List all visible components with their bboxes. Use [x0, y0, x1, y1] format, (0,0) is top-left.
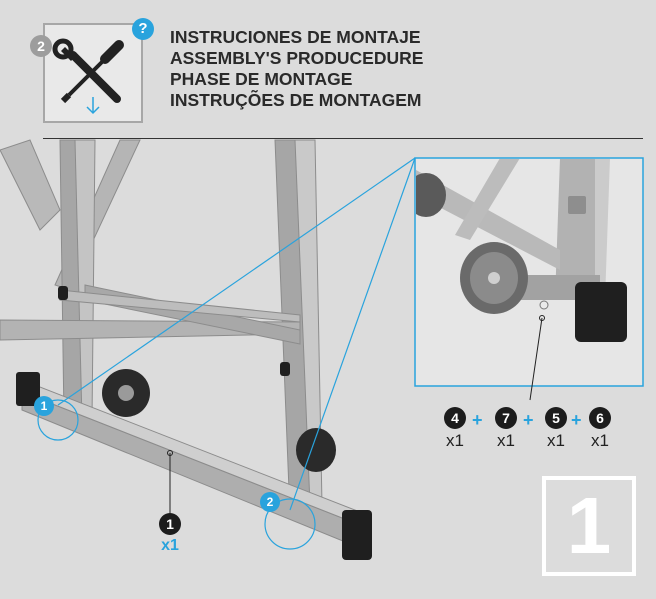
title-en: ASSEMBLY'S PRODUCEDURE	[170, 48, 424, 68]
part-number: 5	[545, 407, 567, 429]
wheel-right	[296, 428, 336, 472]
title-es: INSTRUCIONES DE MONTAJE	[170, 27, 421, 47]
step-badge: 2	[30, 35, 52, 57]
part-item: 5 x1	[536, 407, 576, 451]
arrow-down-icon	[86, 97, 100, 115]
main-part: 1 x1	[155, 513, 185, 555]
header-divider	[43, 138, 643, 139]
title-fr: PHASE DE MONTAGE	[170, 69, 353, 89]
assembly-titles: INSTRUCIONES DE MONTAJE ASSEMBLY'S PRODU…	[170, 27, 423, 111]
detail-view	[414, 157, 644, 387]
callout-circle-right	[264, 498, 316, 550]
step-number: 1	[542, 476, 636, 576]
callout-pin-right: 2	[260, 492, 280, 512]
tools-icon-box	[43, 23, 143, 123]
plus-sign: +	[571, 410, 582, 430]
part-qty: x1	[591, 431, 609, 450]
part-item: 4 x1	[435, 407, 475, 451]
part-item: 6 x1	[580, 407, 620, 451]
foot-right	[342, 510, 372, 560]
part-item: 7 x1	[486, 407, 526, 451]
tools-icon	[52, 38, 124, 115]
plus-sign: +	[523, 410, 534, 430]
title-pt: INSTRUÇÕES DE MONTAGEM	[170, 90, 422, 110]
header: 2 ? INSTRUCIONES DE MONTAJE ASSEMBLY'S P…	[0, 0, 656, 138]
callout-circle-left	[37, 399, 79, 441]
part-number: 7	[495, 407, 517, 429]
part-qty: x1	[497, 431, 515, 450]
ladder-frame	[0, 139, 361, 549]
help-icon[interactable]: ?	[132, 18, 154, 40]
plus-sign: +	[472, 410, 483, 430]
callout-pin-left: 1	[34, 396, 54, 416]
main-part-qty: x1	[161, 537, 179, 554]
foot-left	[16, 372, 40, 406]
part-qty: x1	[547, 431, 565, 450]
part-number: 6	[589, 407, 611, 429]
part-qty: x1	[446, 431, 464, 450]
part-number: 4	[444, 407, 466, 429]
main-part-number: 1	[159, 513, 181, 535]
